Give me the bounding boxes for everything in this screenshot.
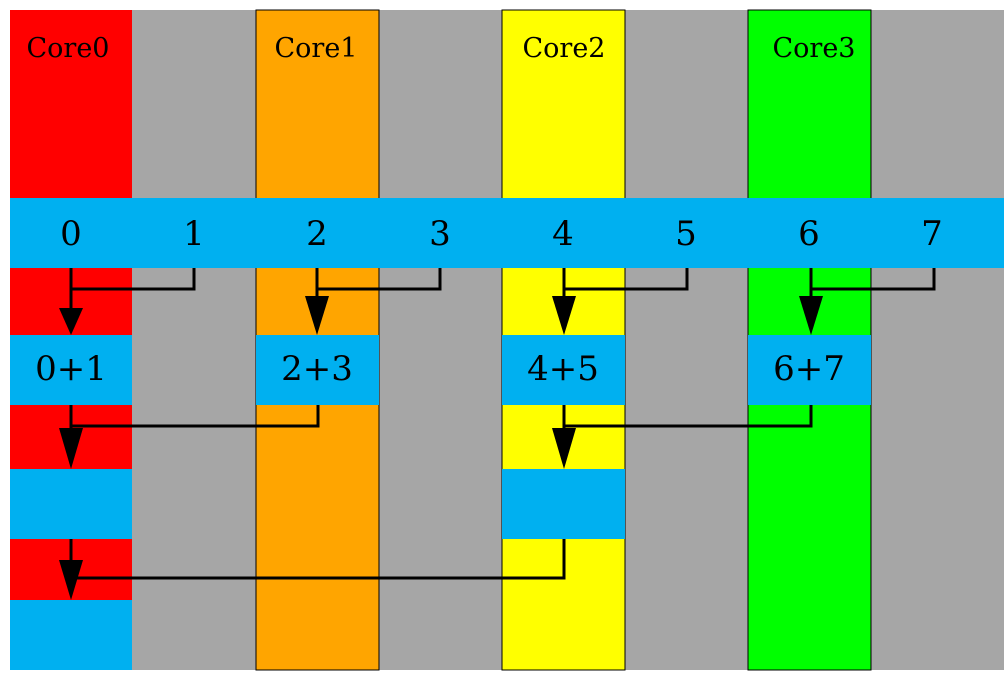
stage1-cell-core3 xyxy=(748,335,871,405)
arrowhead-stage1-core0 xyxy=(59,308,83,335)
core1-label: Core1 xyxy=(275,33,358,64)
stage1-cell-core1 xyxy=(256,335,379,405)
arrowhead-stage1-core1 xyxy=(305,296,329,335)
stage1-label-3: 6+7 xyxy=(773,349,845,389)
stage2-cell-core0 xyxy=(10,469,132,539)
connector-67-to-45 xyxy=(564,405,813,428)
stage2-cell-core2 xyxy=(502,469,625,539)
input-row xyxy=(10,198,1004,268)
arrowhead-stage2-core2 xyxy=(552,428,576,469)
stage1-label-1: 2+3 xyxy=(281,349,353,389)
connector-1-to-0 xyxy=(71,268,196,291)
input-cell-3: 3 xyxy=(429,214,451,254)
core0-label: Core0 xyxy=(27,33,110,64)
arrowhead-stage1-core3 xyxy=(799,296,823,335)
stage1-label-2: 4+5 xyxy=(527,349,599,389)
input-cell-5: 5 xyxy=(675,214,697,254)
input-cell-7: 7 xyxy=(921,214,943,254)
connector-5-to-4 xyxy=(564,268,689,291)
input-cell-1: 1 xyxy=(183,214,205,254)
input-cell-4: 4 xyxy=(552,214,574,254)
stage1-cell-core0 xyxy=(10,335,132,405)
arrowhead-stage3-core0 xyxy=(59,560,83,600)
input-cell-2: 2 xyxy=(306,214,328,254)
stage3-cell-core0 xyxy=(10,600,132,670)
connector-7-to-6 xyxy=(811,268,936,291)
arrowhead-stage1-core2 xyxy=(552,296,576,335)
connector-core2-to-core0 xyxy=(71,539,566,580)
connector-23-to-01 xyxy=(71,405,320,428)
stage1-label-0: 0+1 xyxy=(35,349,107,389)
stage1-cell-core2 xyxy=(502,335,625,405)
core3-label: Core3 xyxy=(773,33,856,64)
input-cell-6: 6 xyxy=(798,214,820,254)
core2-label: Core2 xyxy=(523,33,606,64)
arrowhead-stage2-core0 xyxy=(59,428,83,469)
connector-3-to-2 xyxy=(317,268,442,291)
input-cell-0: 0 xyxy=(60,214,82,254)
